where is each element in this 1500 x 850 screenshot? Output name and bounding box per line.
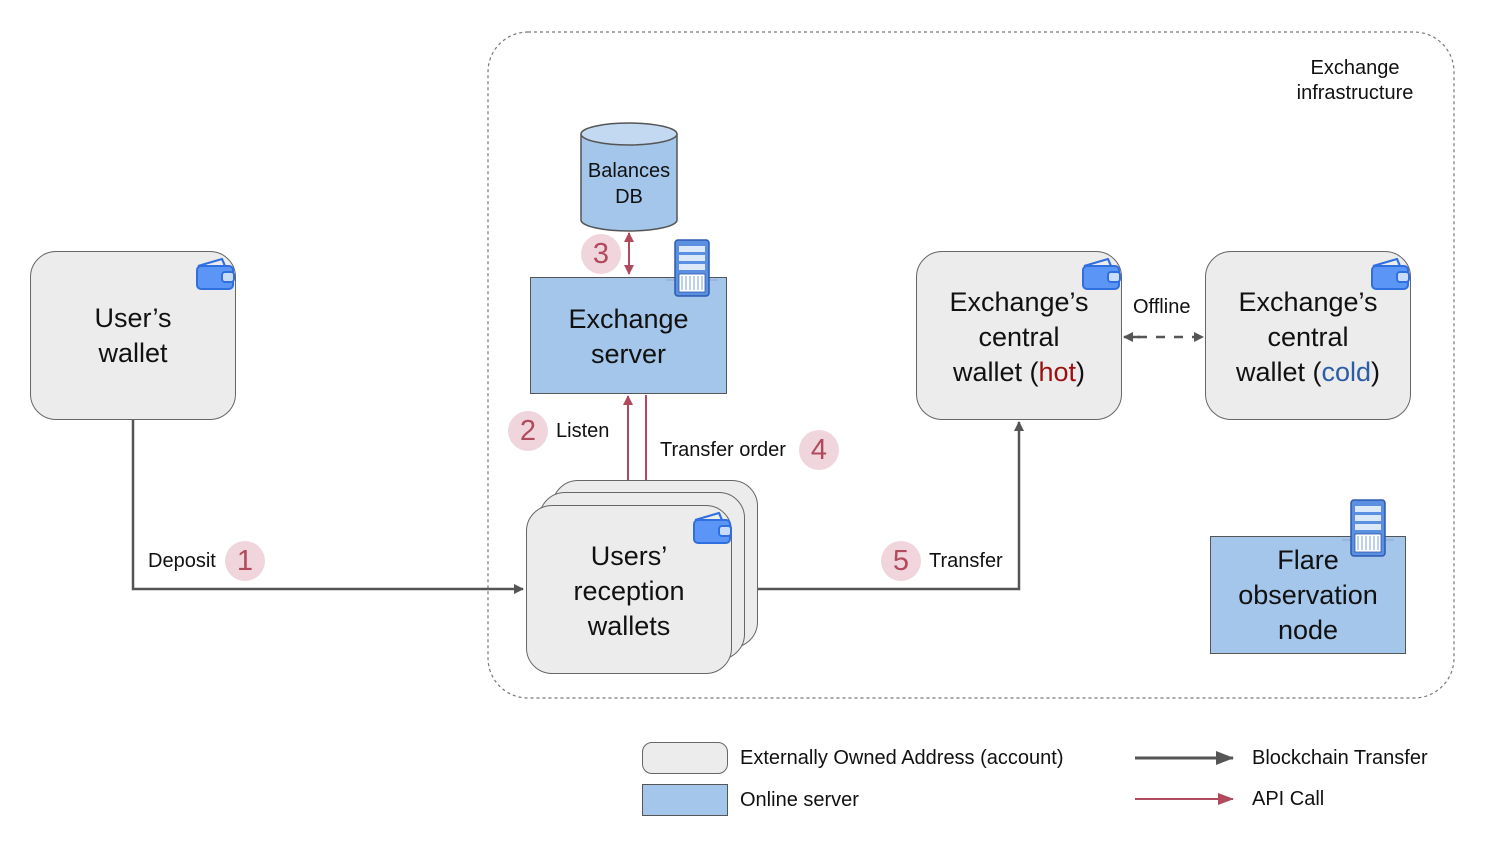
balances-db-line1: Balances [587, 160, 671, 182]
users-wallet-line1: User’s [94, 303, 172, 333]
cold-wallet-line1: Exchange’s [1238, 287, 1378, 317]
wallet-icon [1371, 257, 1410, 290]
hot-wallet-line3: wallet (hot) [917, 355, 1121, 390]
infrastructure-title-line2: infrastructure [1296, 82, 1414, 104]
flare-node-line2: observation [1238, 580, 1378, 610]
balances-db-label: Balances DB [579, 158, 679, 210]
flare-node-label: Flare observation node [1211, 543, 1405, 648]
hot-wallet-line3-suffix: ) [1076, 357, 1086, 387]
offline-label: Offline [1133, 296, 1191, 318]
reception-wallets-line2: reception [573, 576, 685, 606]
hot-wallet-label: Exchange’s central wallet (hot) [917, 285, 1121, 390]
transfer-label: Transfer [929, 550, 1003, 572]
deposit-arrow [131, 420, 524, 594]
cold-wallet-cold-word: cold [1321, 357, 1372, 387]
deposit-label: Deposit [148, 550, 216, 572]
users-wallet-line2: wallet [98, 338, 168, 368]
step-badge-3: 3 [581, 234, 621, 274]
wallet-icon [196, 257, 235, 290]
legend-api-label: API Call [1252, 788, 1325, 810]
cold-wallet-line3-prefix: wallet ( [1235, 357, 1322, 387]
legend-server-swatch [642, 784, 728, 816]
exchange-server-line1: Exchange [568, 304, 689, 334]
transfer-order-label: Transfer order [660, 439, 786, 461]
cold-wallet-line2: central [1267, 322, 1349, 352]
server-icon [666, 239, 718, 297]
hot-wallet-line2: central [978, 322, 1060, 352]
flare-node-line3: node [1277, 615, 1339, 645]
legend-eoa-swatch [642, 742, 728, 774]
wallet-icon [1082, 257, 1121, 290]
step-badge-4: 4 [799, 430, 839, 470]
cold-wallet-line3-suffix: ) [1371, 357, 1381, 387]
cold-wallet-label: Exchange’s central wallet (cold) [1206, 285, 1410, 390]
listen-label: Listen [556, 420, 610, 442]
infrastructure-title: Exchange infrastructure [1280, 56, 1430, 106]
cold-wallet-line3: wallet (cold) [1206, 355, 1410, 390]
hot-wallet-line3-prefix: wallet ( [952, 357, 1039, 387]
infrastructure-boundary [487, 31, 1455, 699]
reception-wallets-line1: Users’ [590, 541, 668, 571]
exchange-server-label: Exchange server [531, 302, 726, 372]
users-wallet-label: User’s wallet [31, 301, 235, 371]
balances-db-line2: DB [615, 186, 643, 208]
step-badge-2: 2 [508, 411, 548, 451]
transfer-arrow [733, 421, 1024, 591]
exchange-server-line2: server [590, 339, 666, 369]
legend-server-label: Online server [740, 789, 859, 811]
balances-db-cylinder [580, 122, 678, 232]
hot-wallet-hot-word: hot [1038, 357, 1077, 387]
infrastructure-title-line1: Exchange [1310, 57, 1400, 79]
step-badge-1: 1 [225, 541, 265, 581]
legend-eoa-label: Externally Owned Address (account) [740, 747, 1064, 769]
server-icon [1342, 499, 1394, 557]
flare-node-line1: Flare [1277, 545, 1339, 575]
hot-wallet-line1: Exchange’s [949, 287, 1089, 317]
reception-wallets-line3: wallets [587, 611, 671, 641]
legend-blockchain-label: Blockchain Transfer [1252, 747, 1428, 769]
reception-wallets-label: Users’ reception wallets [527, 539, 731, 644]
step-badge-5: 5 [881, 541, 921, 581]
reception-wallets-node[interactable]: Users’ reception wallets [526, 505, 732, 674]
wallet-icon [693, 511, 732, 544]
flare-observation-node[interactable]: Flare observation node [1210, 536, 1406, 654]
